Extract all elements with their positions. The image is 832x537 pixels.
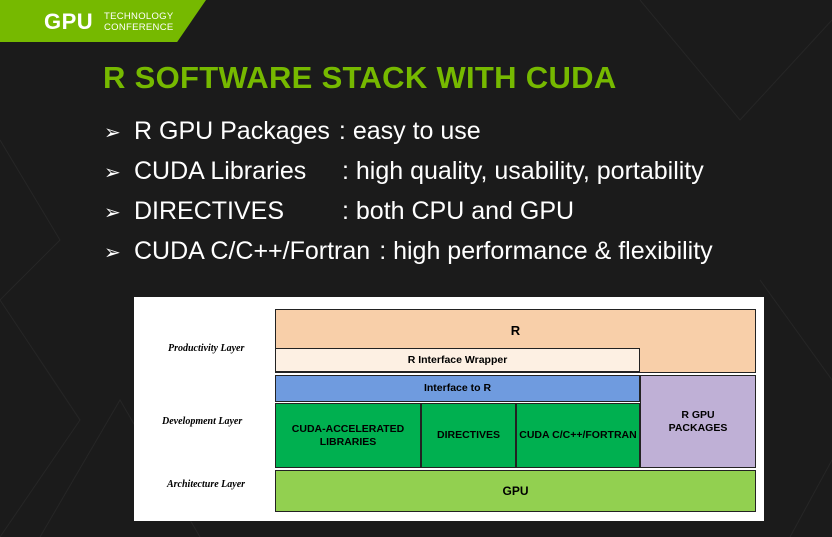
interface-to-r-block: Interface to R [275, 375, 640, 402]
cuda-accelerated-libraries-block: CUDA-ACCELERATED LIBRARIES [275, 403, 421, 468]
r-interface-wrapper-label: R Interface Wrapper [407, 353, 508, 366]
development-layer-label: Development Layer [162, 416, 243, 427]
bullet-item: ➢ DIRECTIVES : both CPU and GPU [104, 195, 713, 235]
r-block-label: R [510, 323, 521, 338]
bullet-item: ➢ R GPU Packages : easy to use [104, 115, 713, 155]
cuda-c-fortran-block: CUDA C/C++/FORTRAN [516, 403, 640, 468]
arrow-bullet-icon: ➢ [104, 242, 121, 264]
architecture-layer-label: Architecture Layer [167, 479, 246, 490]
bullet-term: DIRECTIVES [134, 197, 285, 225]
bullet-desc: : easy to use [338, 117, 481, 145]
arrow-bullet-icon: ➢ [104, 162, 121, 184]
bullet-desc: : both CPU and GPU [342, 197, 575, 225]
gtc-logo: GPU TECHNOLOGY CONFERENCE [0, 0, 206, 42]
directives-label: DIRECTIVES [436, 429, 500, 441]
slide-title: R SOFTWARE STACK WITH CUDA [103, 60, 617, 95]
interface-to-r-label: Interface to R [423, 382, 492, 394]
productivity-layer-label: Productivity Layer [168, 343, 245, 354]
r-interface-wrapper-block: R Interface Wrapper [275, 348, 640, 372]
bullet-item: ➢ CUDA Libraries : high quality, usability… [104, 155, 713, 195]
directives-block: DIRECTIVES [421, 403, 516, 468]
bullet-item: ➢ CUDA C/C++/Fortran : high performance & … [104, 235, 713, 275]
bullet-list: ➢ R GPU Packages : easy to use ➢ CUDA Libra… [104, 115, 713, 275]
cuda-c-fortran-label: CUDA C/C++/FORTRAN [519, 429, 637, 441]
bullet-term: R GPU Packages [134, 117, 330, 145]
logo-conference-text: CONFERENCE [104, 22, 174, 33]
bullet-term: CUDA Libraries [134, 157, 307, 185]
cuda-accelerated-libraries-label: CUDA-ACCELERATED LIBRARIES [291, 422, 405, 448]
bullet-desc: : high performance & flexibility [379, 237, 713, 265]
r-gpu-packages-label: R GPU PACKAGES [668, 408, 728, 434]
bullet-desc: : high quality, usability, portability [342, 157, 704, 185]
logo-technology-text: TECHNOLOGY [104, 11, 174, 22]
gpu-block-label: GPU [502, 483, 529, 498]
arrow-bullet-icon: ➢ [104, 202, 121, 224]
bullet-term: CUDA C/C++/Fortran [134, 237, 371, 265]
r-gpu-packages-block: R GPU PACKAGES [640, 375, 756, 468]
gpu-block: GPU [275, 470, 756, 512]
logo-gpu-text: GPU [44, 9, 94, 34]
arrow-bullet-icon: ➢ [104, 122, 121, 144]
software-stack-diagram: Productivity Layer Development Layer Arc… [134, 297, 764, 521]
